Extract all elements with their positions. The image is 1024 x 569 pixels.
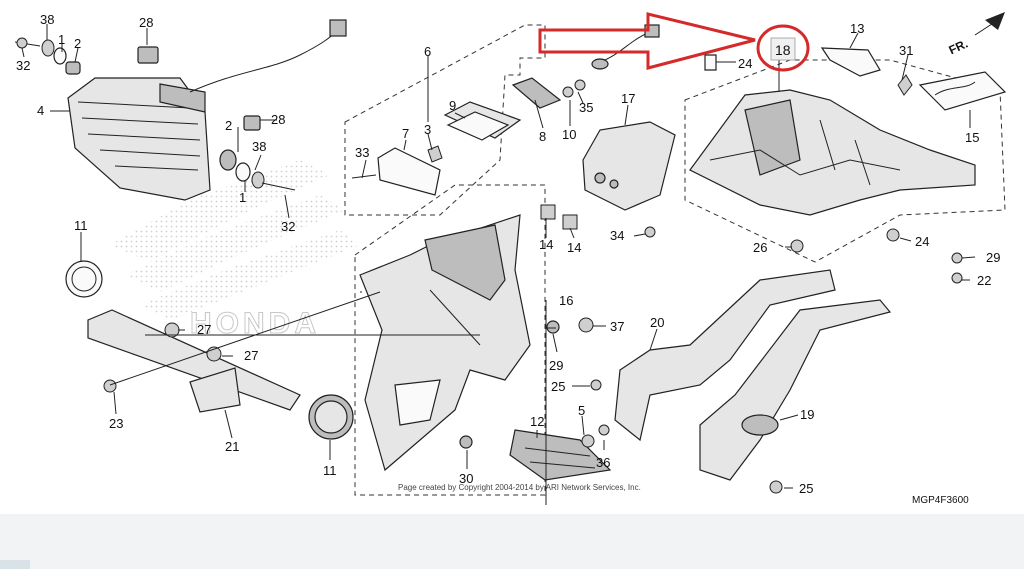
rear-reflector-12: [509, 429, 612, 481]
tail-light-assembly: [67, 77, 211, 201]
callout-29-mid[interactable]: 29: [549, 358, 563, 373]
callout-numbers: 38 1 2 32 28 4 6 9 7 3 33 8 10 35 17 13 …: [16, 12, 1000, 496]
callout-34[interactable]: 34: [610, 228, 624, 243]
callout-26[interactable]: 26: [753, 240, 767, 255]
callout-1[interactable]: 1: [58, 32, 65, 47]
seat-cowl-cover-17: [582, 121, 676, 211]
rear-fender-18: [689, 89, 976, 216]
callout-13[interactable]: 13: [850, 21, 864, 36]
front-direction-indicator: FR.: [947, 12, 1005, 57]
callout-24-top[interactable]: 24: [738, 56, 752, 71]
callout-33[interactable]: 33: [355, 145, 369, 160]
callout-27-lower[interactable]: 27: [244, 348, 258, 363]
callout-14-right[interactable]: 14: [567, 240, 581, 255]
callout-2[interactable]: 2: [74, 36, 81, 51]
callout-17[interactable]: 17: [621, 91, 635, 106]
callout-32-lower[interactable]: 32: [281, 219, 295, 234]
callout-24-right[interactable]: 24: [915, 234, 929, 249]
gasket-13: [820, 47, 881, 77]
callout-11-lower[interactable]: 11: [323, 463, 337, 478]
callout-5[interactable]: 5: [578, 403, 585, 418]
footer-tab[interactable]: [0, 560, 30, 569]
callout-20[interactable]: 20: [650, 315, 664, 330]
license-bracket-16: [359, 214, 531, 472]
footer-strip: [0, 514, 1024, 569]
leader-lines: [21, 24, 976, 505]
reflector-11: [65, 260, 354, 440]
callout-1-lower[interactable]: 1: [239, 190, 246, 205]
callout-21[interactable]: 21: [225, 439, 239, 454]
callout-14-left[interactable]: 14: [539, 237, 553, 252]
callout-16[interactable]: 16: [559, 293, 573, 308]
diagram-code: MGP4F3600: [912, 495, 969, 506]
callout-15[interactable]: 15: [965, 130, 979, 145]
callout-19[interactable]: 19: [800, 407, 814, 422]
rear-rail-19: [699, 299, 892, 481]
callout-30[interactable]: 30: [459, 471, 473, 486]
callout-9[interactable]: 9: [449, 98, 456, 113]
callout-27-upper[interactable]: 27: [197, 322, 211, 337]
highlighted-part-number[interactable]: 18: [775, 42, 791, 58]
callout-38[interactable]: 38: [40, 12, 54, 27]
reflector-8: [511, 77, 586, 109]
callout-29-right[interactable]: 29: [986, 250, 1000, 265]
callout-38-lower[interactable]: 38: [252, 139, 266, 154]
callout-23[interactable]: 23: [109, 416, 123, 431]
parts-diagram: HONDA: [14, 12, 1007, 506]
callout-37[interactable]: 37: [610, 319, 624, 334]
front-label: FR.: [947, 36, 970, 57]
callout-31[interactable]: 31: [899, 43, 913, 58]
callout-32[interactable]: 32: [16, 58, 30, 73]
callout-36[interactable]: 36: [596, 455, 610, 470]
wire-harness: [189, 19, 347, 93]
reflector-holder-9: [443, 101, 522, 141]
callout-22[interactable]: 22: [977, 273, 991, 288]
callout-11-upper[interactable]: 11: [74, 218, 88, 233]
label-15: [918, 71, 1007, 111]
group-boxes: [344, 24, 1006, 496]
callout-8[interactable]: 8: [539, 129, 546, 144]
callout-3[interactable]: 3: [424, 122, 431, 137]
callout-4[interactable]: 4: [37, 103, 44, 118]
copyright-notice: Page created by Copyright 2004-2014 by A…: [398, 483, 641, 492]
callout-25-lower[interactable]: 25: [799, 481, 813, 496]
hardware-mid: [103, 54, 963, 494]
callout-28[interactable]: 28: [139, 15, 153, 30]
callout-25-mid[interactable]: 25: [551, 379, 565, 394]
callout-6[interactable]: 6: [424, 44, 431, 59]
rear-rail-20: [614, 269, 836, 442]
callout-28-lower[interactable]: 28: [271, 112, 285, 127]
callout-35[interactable]: 35: [579, 100, 593, 115]
callout-10[interactable]: 10: [562, 127, 576, 142]
highlight-annotation: 18: [538, 12, 810, 72]
callout-2-lower[interactable]: 2: [225, 118, 232, 133]
callout-12[interactable]: 12: [530, 414, 544, 429]
reflector-bracket-21: [87, 309, 301, 413]
callout-7[interactable]: 7: [402, 126, 409, 141]
